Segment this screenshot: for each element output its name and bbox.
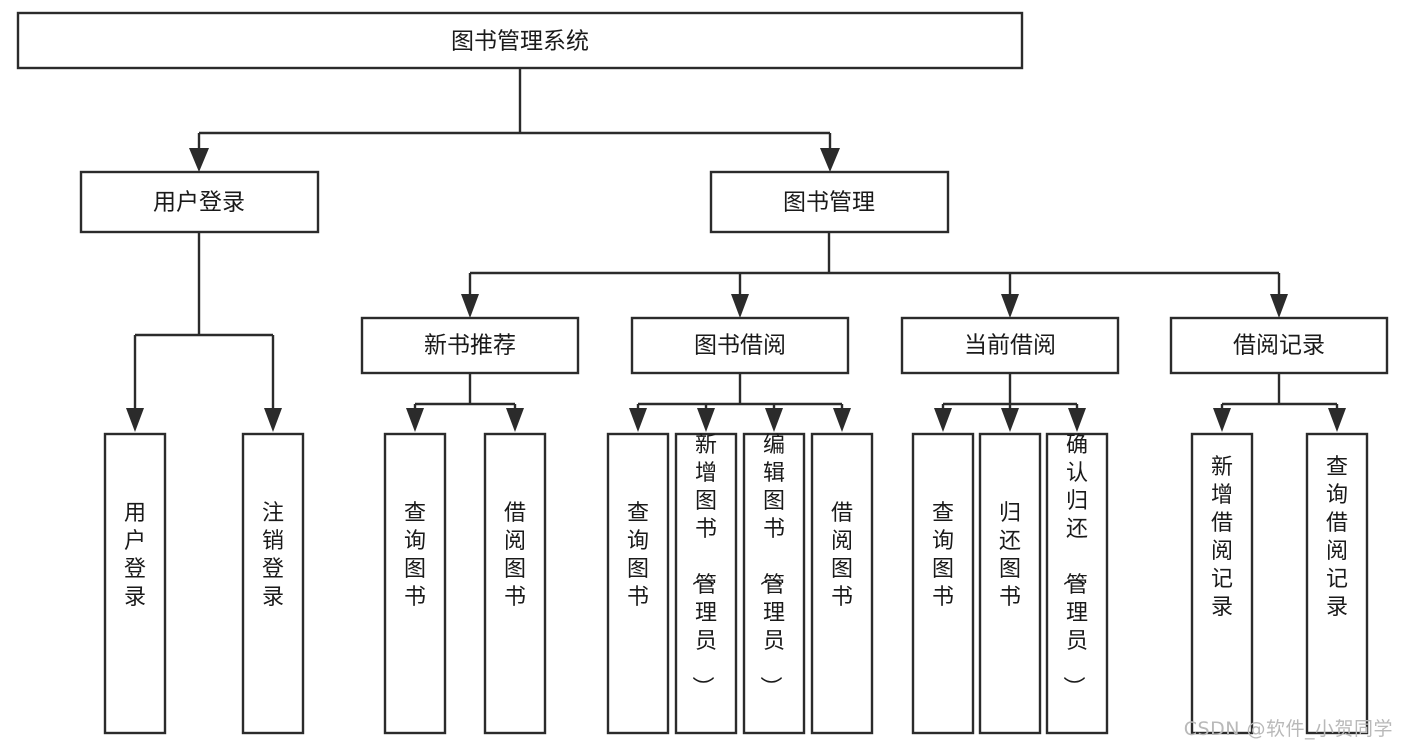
node-borrow-record[interactable]: 借阅记录	[1169, 316, 1389, 375]
user-login-label: 用户登录	[153, 190, 245, 216]
leaf-node-query-record[interactable]: 查询借阅记录	[1305, 432, 1369, 735]
arrow-user-login	[189, 148, 209, 172]
book-borrow-label: 图书借阅	[694, 333, 786, 359]
arrow-leaf-return-book	[1001, 408, 1019, 432]
leaf-user-login-box[interactable]	[103, 432, 167, 735]
arrow-current-borrow	[1001, 294, 1019, 318]
arrow-leaf-user-login	[126, 408, 144, 432]
leaf-query-book-1-box[interactable]	[383, 432, 447, 735]
node-user-login[interactable]: 用户登录	[79, 170, 320, 234]
leaf-edit-book-label: 编辑图书（管理员）	[757, 433, 785, 698]
leaf-query-book-3-label: 查询图书	[932, 501, 954, 610]
arrow-leaf-borrow-book-2	[833, 408, 851, 432]
borrow-record-box[interactable]	[1169, 316, 1389, 375]
book-borrow-box[interactable]	[630, 316, 850, 375]
leaf-query-record-label: 查询借阅记录	[1326, 455, 1348, 620]
node-new-book-recommend[interactable]: 新书推荐	[360, 316, 580, 375]
arrow-new-book-recommend	[461, 294, 479, 318]
leaf-node-borrow-book-2[interactable]: 借阅图书	[810, 432, 874, 735]
leaf-confirm-return-label: 确认归还（管理员）	[1060, 433, 1088, 698]
leaf-add-book-box[interactable]	[674, 432, 738, 735]
node-current-borrow[interactable]: 当前借阅	[900, 316, 1120, 375]
arrow-book-borrow	[731, 294, 749, 318]
leaf-node-add-record[interactable]: 新增借阅记录	[1190, 432, 1254, 735]
borrow-record-label: 借阅记录	[1233, 333, 1325, 359]
leaf-confirm-return-box[interactable]	[1045, 432, 1109, 735]
arrow-leaf-query-book-2	[629, 408, 647, 432]
arrow-leaf-query-book-3	[934, 408, 952, 432]
arrow-leaf-query-book-1	[406, 408, 424, 432]
leaf-borrow-book-1-label: 借阅图书	[504, 501, 526, 610]
leaf-logout-box[interactable]	[241, 432, 305, 735]
arrow-leaf-add-record	[1213, 408, 1231, 432]
node-book-borrow[interactable]: 图书借阅	[630, 316, 850, 375]
leaf-node-add-book[interactable]: 新增图书（管理员）	[674, 432, 738, 735]
node-book-management[interactable]: 图书管理	[709, 170, 950, 234]
leaf-user-login-label: 用户登录	[124, 501, 146, 610]
arrow-book-management	[820, 148, 840, 172]
leaf-add-book-label: 新增图书（管理员）	[689, 433, 717, 698]
arrow-borrow-record	[1270, 294, 1288, 318]
arrow-leaf-query-record	[1328, 408, 1346, 432]
leaf-logout-label: 注销登录	[262, 501, 284, 610]
root-box[interactable]	[16, 11, 1024, 70]
leaf-node-return-book[interactable]: 归还图书	[978, 432, 1042, 735]
root-label: 图书管理系统	[451, 29, 589, 55]
leaf-edit-book-box[interactable]	[742, 432, 806, 735]
arrow-leaf-add-book	[697, 408, 715, 432]
leaf-query-book-1-label: 查询图书	[404, 501, 426, 610]
leaf-return-book-box[interactable]	[978, 432, 1042, 735]
leaf-query-book-2-box[interactable]	[606, 432, 670, 735]
leaf-node-query-book-3[interactable]: 查询图书	[911, 432, 975, 735]
csdn-watermark: CSDN @软件_小贺同学	[1183, 718, 1393, 740]
arrow-leaf-borrow-book-1	[506, 408, 524, 432]
leaf-node-logout[interactable]: 注销登录	[241, 432, 305, 735]
leaf-query-record-box[interactable]	[1305, 432, 1369, 735]
leaf-borrow-book-2-label: 借阅图书	[831, 501, 853, 610]
book-management-label: 图书管理	[783, 190, 875, 216]
book-management-box[interactable]	[709, 170, 950, 234]
arrow-leaf-logout	[264, 408, 282, 432]
leaf-node-edit-book[interactable]: 编辑图书（管理员）	[742, 432, 806, 735]
new-book-recommend-label: 新书推荐	[424, 333, 516, 359]
leaf-query-book-3-box[interactable]	[911, 432, 975, 735]
leaf-node-confirm-return[interactable]: 确认归还（管理员）	[1045, 432, 1109, 735]
leaf-query-book-2-label: 查询图书	[627, 501, 649, 610]
current-borrow-label: 当前借阅	[964, 333, 1056, 359]
leaf-add-record-label: 新增借阅记录	[1211, 455, 1233, 620]
leaf-borrow-book-1-box[interactable]	[483, 432, 547, 735]
leaf-borrow-book-2-box[interactable]	[810, 432, 874, 735]
leaf-node-user-login[interactable]: 用户登录	[103, 432, 167, 735]
node-root[interactable]: 图书管理系统	[16, 11, 1024, 70]
leaf-node-query-book-2[interactable]: 查询图书	[606, 432, 670, 735]
arrow-leaf-edit-book	[765, 408, 783, 432]
new-book-recommend-box[interactable]	[360, 316, 580, 375]
arrow-leaf-confirm-return	[1068, 408, 1086, 432]
leaf-node-borrow-book-1[interactable]: 借阅图书	[483, 432, 547, 735]
leaf-add-record-box[interactable]	[1190, 432, 1254, 735]
leaf-node-query-book-1[interactable]: 查询图书	[383, 432, 447, 735]
current-borrow-box[interactable]	[900, 316, 1120, 375]
leaf-return-book-label: 归还图书	[999, 501, 1021, 610]
